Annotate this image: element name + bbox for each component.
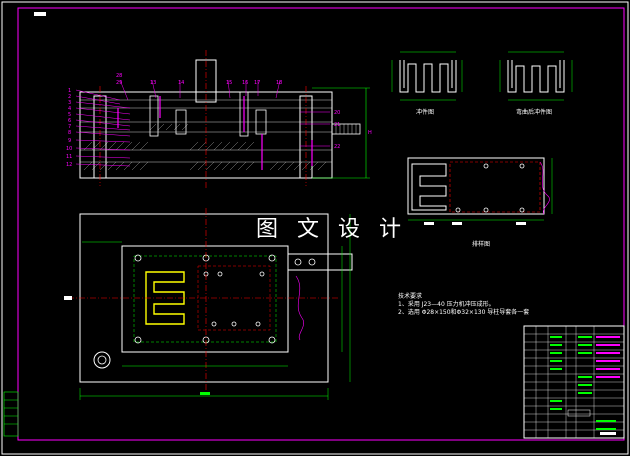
watermark: 图 文 设 计 xyxy=(256,217,407,242)
tech-requirements: 技术要求 1、采用 J23—40 压力机冲压成形。 2、选用 Φ28×150和Φ… xyxy=(398,292,529,316)
corner-mark xyxy=(34,12,46,16)
part-num: 12 xyxy=(66,162,72,168)
tech-title: 技术要求 xyxy=(398,292,422,300)
part-num: 7 xyxy=(68,124,71,130)
part-num: 4 xyxy=(68,106,71,112)
svg-text:H: H xyxy=(368,130,372,136)
part-numbers-right: 20 21 22 xyxy=(334,110,340,150)
section-view: H xyxy=(75,50,372,190)
part-num: 15 xyxy=(226,80,232,86)
part-num: 5 xyxy=(68,112,71,118)
part-num: 18 xyxy=(276,80,282,86)
plan-view xyxy=(64,208,353,400)
frame-border xyxy=(17,7,625,441)
part-num: 8 xyxy=(68,130,71,136)
part-num: 9 xyxy=(68,138,71,144)
part-num: 22 xyxy=(334,144,340,150)
margin-block xyxy=(3,391,19,437)
part-num: 20 xyxy=(334,110,340,116)
part-numbers-top: 28 29 13 14 15 16 17 18 xyxy=(116,73,282,86)
part-num: 6 xyxy=(68,118,71,124)
part-num: 29 xyxy=(116,80,122,86)
part-num: 2 xyxy=(68,94,71,100)
part-num: 16 xyxy=(242,80,248,86)
part-num: 21 xyxy=(334,122,340,128)
strip-layout xyxy=(407,157,553,225)
part-right-caption: 弯曲后冲件图 xyxy=(516,108,552,116)
part-num: 3 xyxy=(68,100,71,106)
part-num: 28 xyxy=(116,73,122,79)
part-num: 14 xyxy=(178,80,184,86)
tech-line-2: 2、选用 Φ28×150和Φ32×130 导柱导套各一套 xyxy=(398,308,529,316)
title-block xyxy=(523,325,625,439)
part-num: 1 xyxy=(68,88,71,94)
part-left-dims xyxy=(391,51,463,101)
part-num: 13 xyxy=(150,80,156,86)
tech-line-1: 1、采用 J23—40 压力机冲压成形。 xyxy=(398,300,495,308)
margin-lines xyxy=(4,399,18,425)
part-num: 17 xyxy=(254,80,260,86)
part-numbers-left: 1 2 3 4 5 6 7 8 9 10 11 12 xyxy=(66,88,72,168)
part-right-dims xyxy=(499,51,573,101)
layout-caption: 排样图 xyxy=(472,240,490,248)
part-drawing-right xyxy=(507,60,565,93)
part-drawing-left xyxy=(399,60,457,93)
part-num: 11 xyxy=(66,154,72,160)
part-left-caption: 冲件图 xyxy=(416,108,434,116)
part-num: 10 xyxy=(66,146,72,152)
